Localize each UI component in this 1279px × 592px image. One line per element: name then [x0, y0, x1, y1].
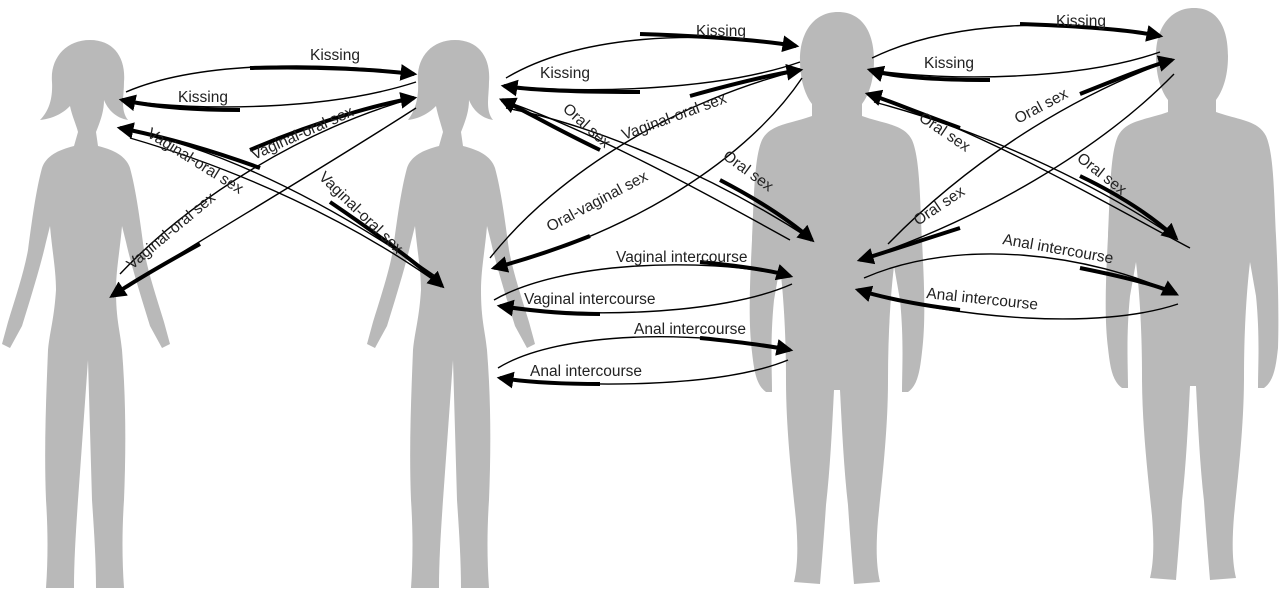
label-vaginal-oral-fm: Vaginal-oral sex: [620, 90, 729, 144]
label-vaginal-oral-ff-1: Vaginal-oral sex: [249, 103, 357, 163]
label-kissing-mm-top: Kissing: [1056, 13, 1106, 30]
label-anal-intercourse-fm-top: Anal intercourse: [634, 321, 746, 338]
female-figure-center: [367, 40, 535, 588]
label-vaginal-oral-ff-4: Vaginal-oral sex: [315, 169, 406, 258]
arrow-kissing-mm-left: [870, 52, 1160, 80]
label-kissing-fm-top: Kissing: [696, 23, 746, 40]
male-figure-right: [1106, 8, 1279, 580]
label-anal-intercourse-mm-top: Anal intercourse: [1001, 231, 1114, 267]
label-oral-sex-mm-1: Oral sex: [1012, 85, 1071, 127]
arrow-kissing-ff-right: [126, 66, 414, 92]
male-figure-center: [750, 12, 925, 584]
label-vaginal-intercourse-top: Vaginal intercourse: [616, 249, 748, 266]
arrow-kissing-mm-right: [872, 24, 1160, 58]
label-vaginal-oral-ff-3: Vaginal-oral sex: [144, 125, 246, 198]
label-kissing-ff-bottom: Kissing: [178, 89, 228, 106]
female-figure-left: [2, 40, 170, 588]
label-oral-vaginal-fm: Oral-vaginal sex: [544, 168, 651, 236]
label-kissing-fm-bottom: Kissing: [540, 65, 590, 82]
label-vaginal-intercourse-bottom: Vaginal intercourse: [524, 291, 656, 308]
label-anal-intercourse-fm-bottom: Anal intercourse: [530, 363, 642, 380]
label-kissing-ff-top: Kissing: [310, 47, 360, 64]
label-kissing-mm-bottom: Kissing: [924, 55, 974, 72]
